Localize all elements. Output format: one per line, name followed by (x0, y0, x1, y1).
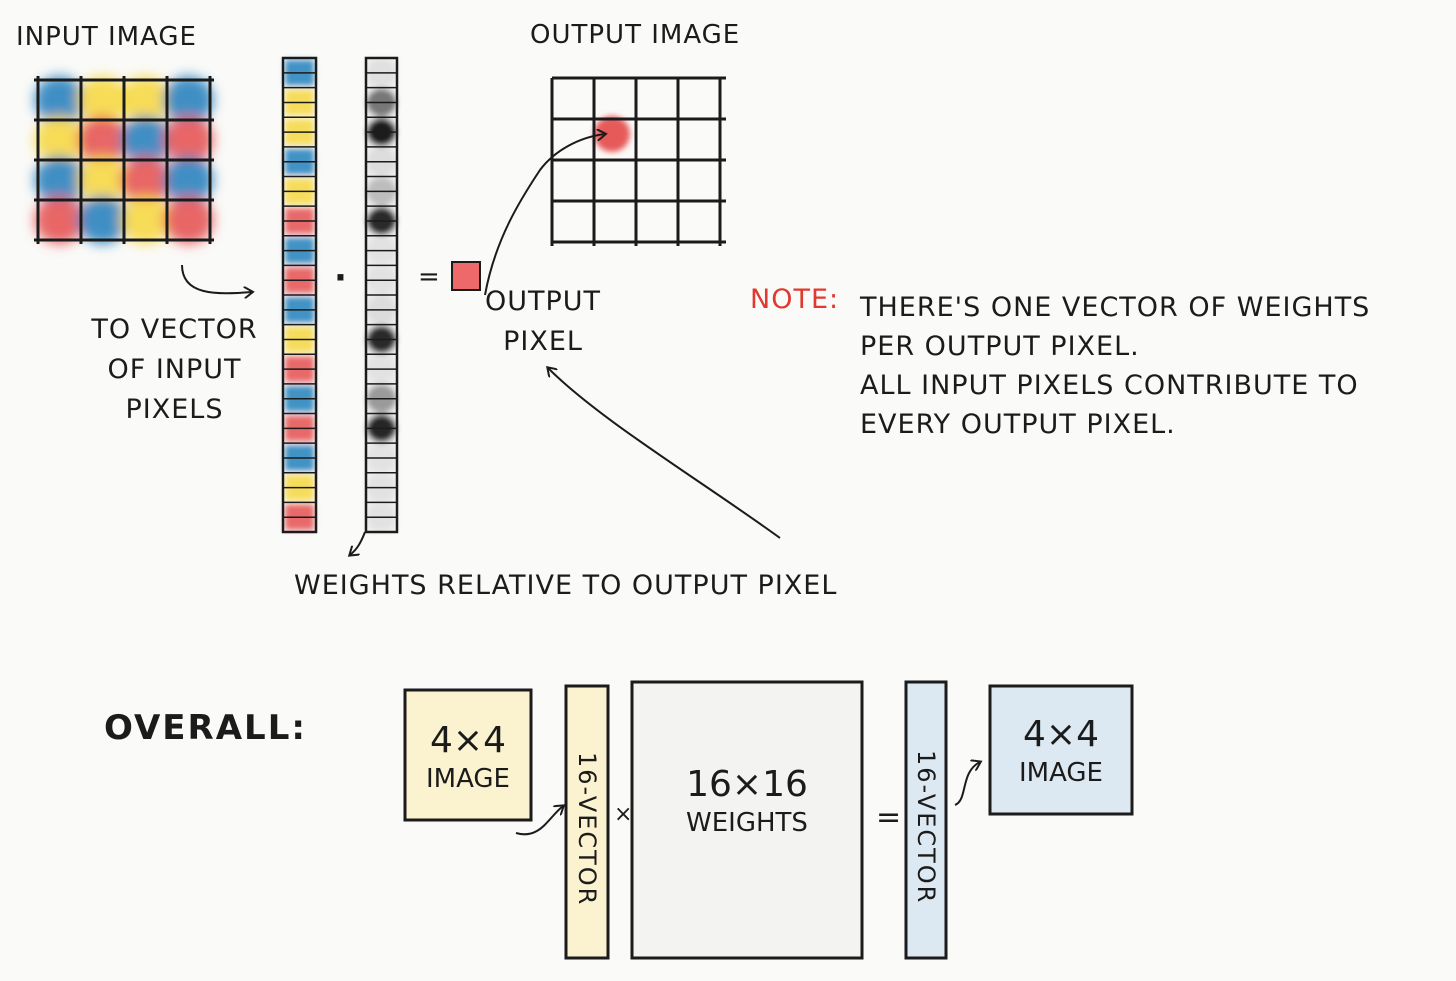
input-pixel (77, 76, 128, 124)
output-pixel-arrow (484, 134, 605, 296)
note-line: EVERY OUTPUT PIXEL. (860, 409, 1176, 440)
note-word: NOTE: (750, 284, 840, 315)
overall-output-word: IMAGE (1018, 758, 1103, 788)
overall-input-image-label: 4×4 IMAGE (405, 720, 531, 796)
overall-input-word: IMAGE (425, 764, 510, 794)
overall-output-arrow (954, 762, 980, 806)
to-vector-arrow (181, 264, 252, 293)
input-pixel (34, 196, 85, 244)
overall-input-vector-box (564, 684, 610, 960)
output-pixel-label: OUTPUT PIXEL (478, 282, 608, 362)
overall-weights-box (630, 680, 864, 960)
overall-times-operator: × (614, 802, 633, 827)
output-pixel-label-line: OUTPUT (484, 286, 602, 317)
overall-output-image-box (988, 684, 1134, 816)
note-line: PER OUTPUT PIXEL. (860, 331, 1140, 362)
output-image-title: OUTPUT IMAGE (530, 20, 741, 50)
overall-output-size: 4×4 (1023, 714, 1099, 755)
overall-output-vector-box (904, 680, 948, 960)
input-pixel (34, 116, 85, 164)
overall-weights-label: 16×16 WEIGHTS (632, 764, 862, 840)
input-pixel (120, 156, 171, 204)
note-line: ALL INPUT PIXELS CONTRIBUTE TO (860, 370, 1359, 401)
input-pixel (120, 76, 171, 124)
input-pixel (120, 196, 171, 244)
weight-vector (364, 56, 399, 534)
overall-input-image-box (403, 688, 533, 822)
equals-operator: = (418, 262, 441, 292)
output-image-grid (550, 76, 726, 246)
to-vector-label-line: PIXELS (125, 394, 224, 425)
to-vector-label-line: OF INPUT (107, 354, 242, 385)
note-text: THERE'S ONE VECTOR OF WEIGHTS PER OUTPUT… (860, 288, 1370, 444)
overall-equals-operator: = (876, 800, 902, 835)
overall-input-arrow (515, 806, 563, 836)
overall-label: OVERALL: (104, 708, 307, 748)
output-pixel-square (451, 261, 481, 291)
to-vector-label: TO VECTOR OF INPUT PIXELS (82, 310, 267, 430)
output-pixel-label-line: PIXEL (503, 326, 583, 357)
input-pixel (163, 116, 214, 164)
input-pixel (34, 156, 85, 204)
dot-operator: · (334, 258, 348, 298)
input-pixel (163, 156, 214, 204)
input-pixel (163, 196, 214, 244)
input-pixel (77, 196, 128, 244)
input-pixel (77, 116, 128, 164)
overall-output-vector-label: 16-VECTOR (912, 750, 940, 905)
input-pixel (77, 156, 128, 204)
input-pixel (163, 76, 214, 124)
overall-output-image-label: 4×4 IMAGE (990, 714, 1132, 790)
overall-weights-size: 16×16 (686, 764, 808, 805)
input-pixel (120, 116, 171, 164)
overall-input-vector-label: 16-VECTOR (573, 752, 601, 907)
input-image-grid (34, 76, 214, 244)
weights-caption-arrow (350, 531, 366, 555)
input-image-title: INPUT IMAGE (16, 22, 197, 52)
output-pixel-highlight (594, 116, 630, 152)
input-pixel (34, 76, 85, 124)
input-pixel-vector (281, 56, 318, 534)
note-line: THERE'S ONE VECTOR OF WEIGHTS (860, 292, 1371, 323)
overall-weights-word: WEIGHTS (686, 808, 808, 838)
note-arrow (548, 368, 781, 539)
to-vector-label-line: TO VECTOR (91, 314, 258, 345)
overall-input-size: 4×4 (430, 720, 506, 761)
weights-caption: WEIGHTS RELATIVE TO OUTPUT PIXEL (294, 570, 838, 601)
